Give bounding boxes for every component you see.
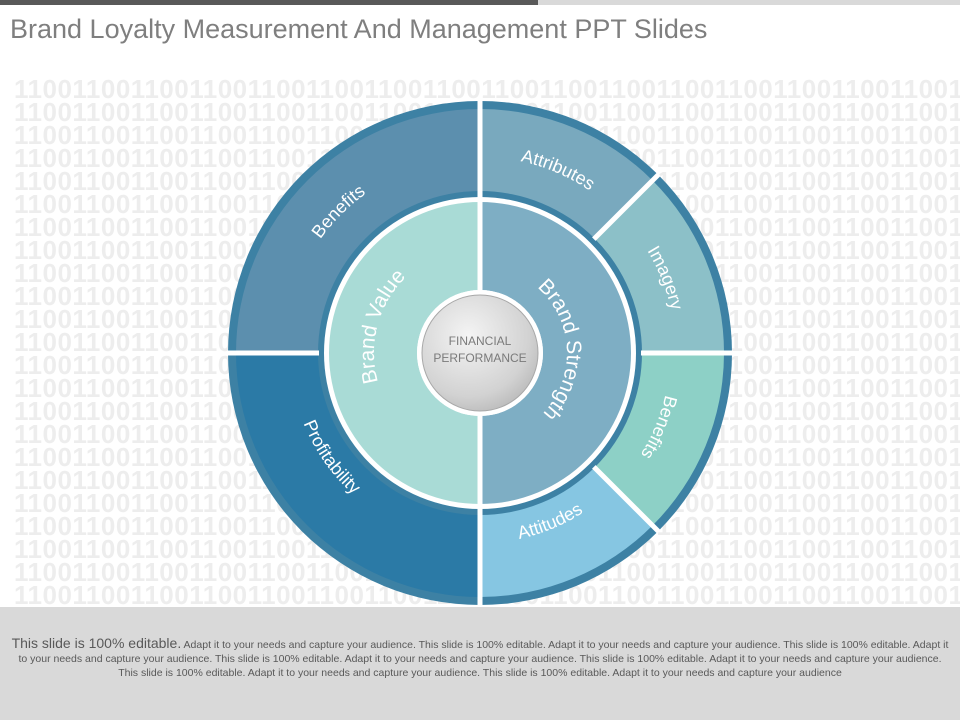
binary-text-line: 1100110011001100110011001100110011001100… (14, 78, 960, 104)
center-label-line-2: PERFORMANCE (433, 351, 526, 365)
divider-upper-right (592, 172, 661, 241)
outer-segment-attitudes (480, 467, 653, 597)
top-accent-bar-light (538, 0, 960, 5)
footer-description: This slide is 100% editable. Adapt it to… (10, 636, 950, 680)
divider-lower-right (592, 465, 661, 534)
top-accent-bar (0, 0, 538, 5)
outer-segment-attributes (480, 109, 653, 239)
segment-dividers (227, 100, 733, 606)
outer-segment-imagery (594, 180, 724, 353)
slide-title: Brand Loyalty Measurement And Management… (10, 14, 708, 44)
outer-segment-profitability (236, 353, 480, 597)
outer-segment-benefits-left (236, 109, 480, 353)
footer-bar: This slide is 100% editable. Adapt it to… (0, 607, 960, 720)
outer-segment-benefits-right (594, 353, 724, 526)
footer-body-text: Adapt it to your needs and capture your … (18, 639, 949, 679)
center-label-line-1: FINANCIAL (449, 334, 512, 348)
footer-lead-text: This slide is 100% editable. (11, 635, 182, 651)
inner-segment-brand-value (329, 202, 480, 504)
center-circle (421, 294, 539, 412)
inner-segment-brand-strength (480, 202, 631, 504)
